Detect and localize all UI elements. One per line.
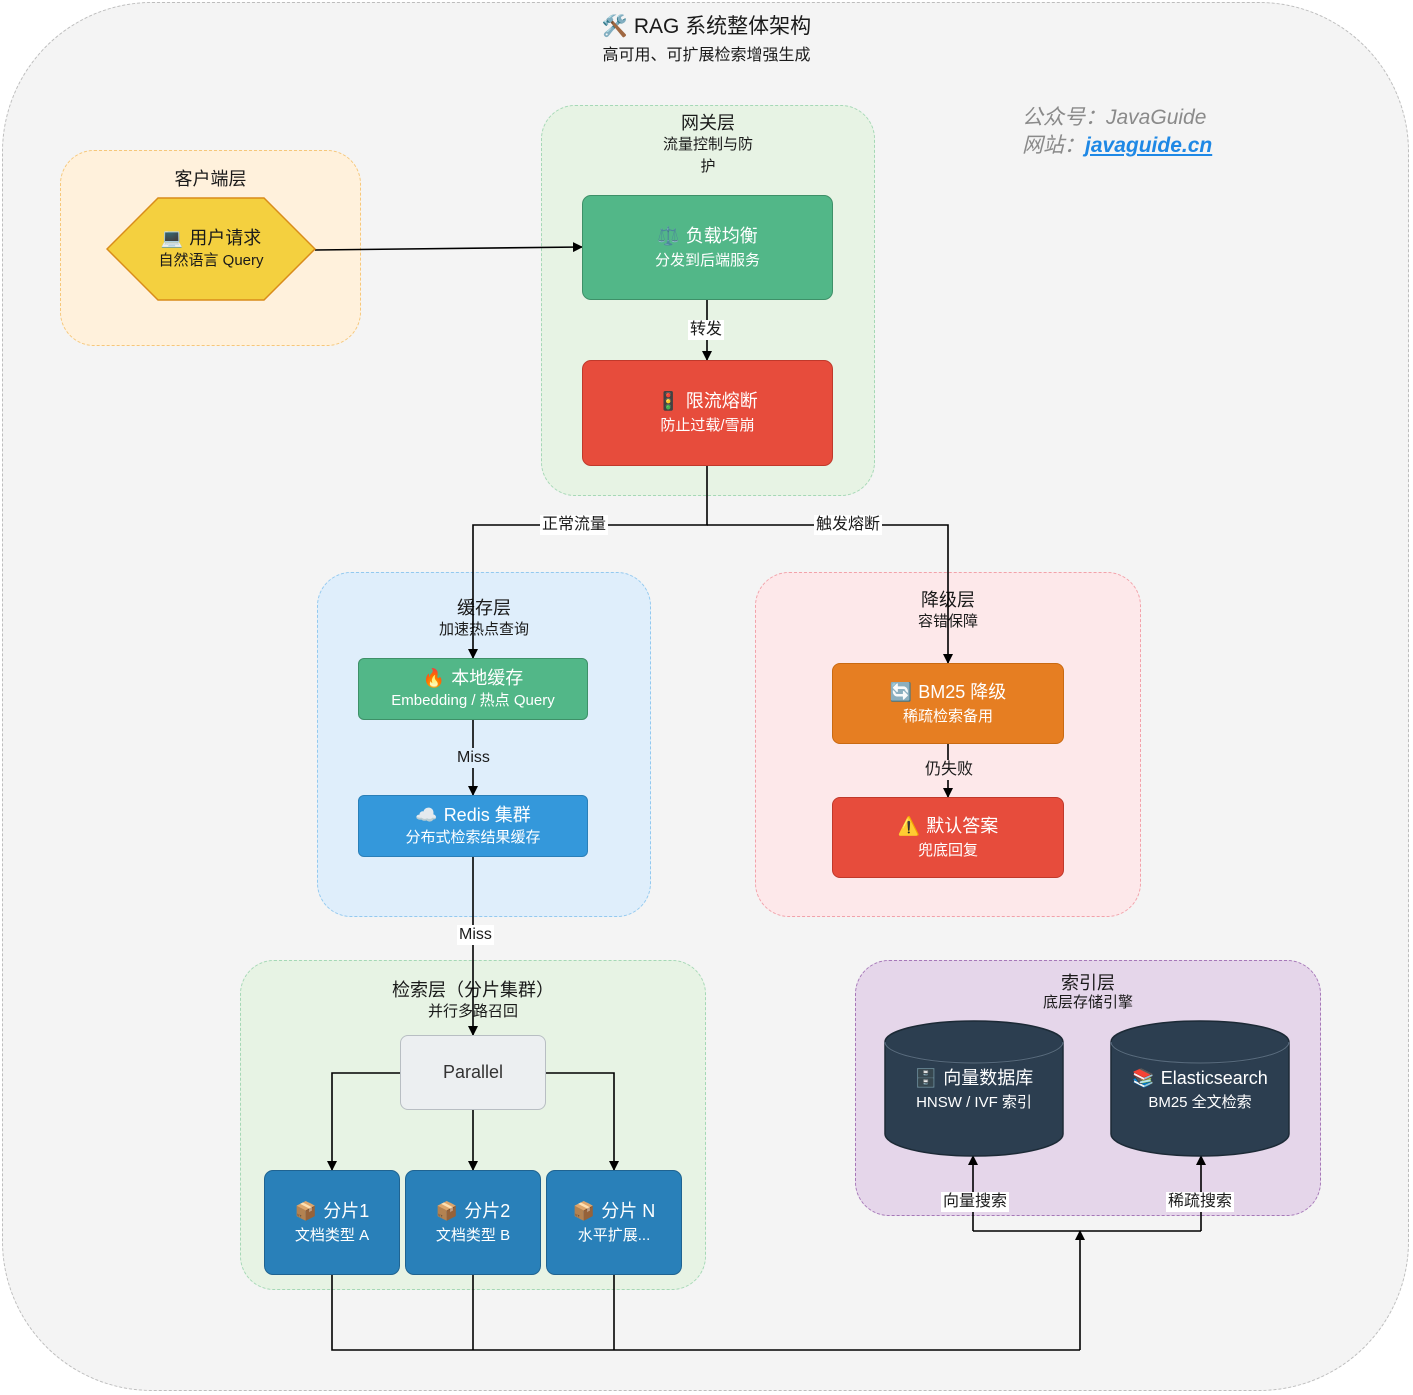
- edge-parallel-to-shardn: [546, 1072, 619, 1171]
- index-layer-title: 索引层: [1061, 973, 1115, 993]
- edge-parallel-to-shard1: [327, 1072, 400, 1171]
- edge-label-sparse-search: 稀疏搜索: [1166, 1192, 1235, 1212]
- bm25-fallback-node[interactable]: 🔄BM25 降级 稀疏检索备用: [832, 663, 1064, 744]
- edge-label-still-fail: 仍失败: [923, 760, 976, 780]
- edge-normal-traffic: [468, 466, 708, 659]
- balance-scale-icon: ⚖️: [657, 225, 680, 246]
- rate-limiter-node[interactable]: 🚦限流熔断 防止过载/雪崩: [582, 360, 833, 466]
- brand-site-link[interactable]: javaguide.cn: [1085, 134, 1213, 157]
- load-balancer-node[interactable]: ⚖️负载均衡 分发到后端服务: [582, 195, 833, 300]
- elasticsearch-node[interactable]: 📚Elasticsearch BM25 全文检索: [1132, 1068, 1268, 1111]
- elasticsearch-shape: [1110, 1020, 1290, 1157]
- cache-layer-subtitle: 加速热点查询: [438, 621, 529, 638]
- diagram-title-text: RAG 系统整体架构: [633, 15, 812, 38]
- user-request-node[interactable]: 💻用户请求 自然语言 Query: [158, 228, 264, 269]
- brand-site-prefix: 网站：: [1022, 134, 1085, 157]
- vector-db-shape: [884, 1020, 1064, 1157]
- redis-cluster-node[interactable]: ☁️Redis 集群 分布式检索结果缓存: [358, 795, 588, 857]
- fuse-icon: 🚦: [657, 391, 680, 411]
- gateway-layer-title: 网关层: [681, 113, 735, 133]
- brand-wechat: 公众号：JavaGuide: [1022, 106, 1207, 129]
- shard-2-node[interactable]: 📦分片2 文档类型 B: [405, 1170, 541, 1275]
- box-icon: 📦: [294, 1200, 318, 1221]
- vector-db-node[interactable]: 🗄️向量数据库 HNSW / IVF 索引: [914, 1068, 1034, 1111]
- warning-icon: ⚠️: [897, 815, 921, 836]
- index-layer-subtitle: 底层存储引擎: [1042, 994, 1133, 1011]
- cache-layer-title: 缓存层: [457, 598, 511, 618]
- shard-1-node[interactable]: 📦分片1 文档类型 A: [264, 1170, 400, 1275]
- brand-site: 网站：javaguide.cn: [1022, 132, 1212, 160]
- books-icon: 📚: [1132, 1068, 1155, 1088]
- fire-icon: 🔥: [422, 668, 446, 688]
- default-answer-node[interactable]: ⚠️默认答案 兜底回复: [832, 797, 1064, 878]
- laptop-icon: 💻: [160, 228, 184, 248]
- shard-n-node[interactable]: 📦分片 N 水平扩展...: [546, 1170, 682, 1275]
- edge-label-miss-1: Miss: [455, 748, 492, 768]
- cache-layer: 缓存层 加速热点查询: [317, 572, 651, 917]
- edge-label-vector-search: 向量搜索: [941, 1192, 1010, 1212]
- edge-label-miss-2: Miss: [457, 925, 494, 945]
- brand-block: 公众号：JavaGuide 网站：javaguide.cn: [1022, 104, 1212, 160]
- edge-label-normal-traffic: 正常流量: [540, 515, 609, 535]
- tools-icon: 🛠️: [601, 15, 628, 38]
- diagram-subtitle: 高可用、可扩展检索增强生成: [602, 47, 811, 64]
- diagram-title: 🛠️ RAG 系统整体架构: [0, 10, 1413, 40]
- box-icon: 📦: [572, 1200, 596, 1221]
- cloud-icon: ☁️: [415, 805, 438, 825]
- edge-breaker-triggered: [707, 524, 953, 664]
- refresh-icon: 🔄: [889, 681, 913, 702]
- local-cache-node[interactable]: 🔥本地缓存 Embedding / 热点 Query: [358, 658, 588, 720]
- gateway-layer-subtitle: 流量控制与防 护: [662, 136, 753, 175]
- file-cabinet-icon: 🗄️: [914, 1068, 938, 1088]
- edge-shard1-bus: [331, 1275, 1080, 1351]
- user-request-node-shape: [106, 197, 316, 301]
- edge-client-to-lb: [314, 242, 583, 253]
- box-icon: 📦: [435, 1200, 459, 1221]
- edge-label-forward: 转发: [688, 320, 725, 340]
- parallel-node[interactable]: Parallel: [400, 1035, 546, 1110]
- edge-label-breaker: 触发熔断: [814, 515, 883, 535]
- client-layer-title: 客户端层: [174, 169, 247, 189]
